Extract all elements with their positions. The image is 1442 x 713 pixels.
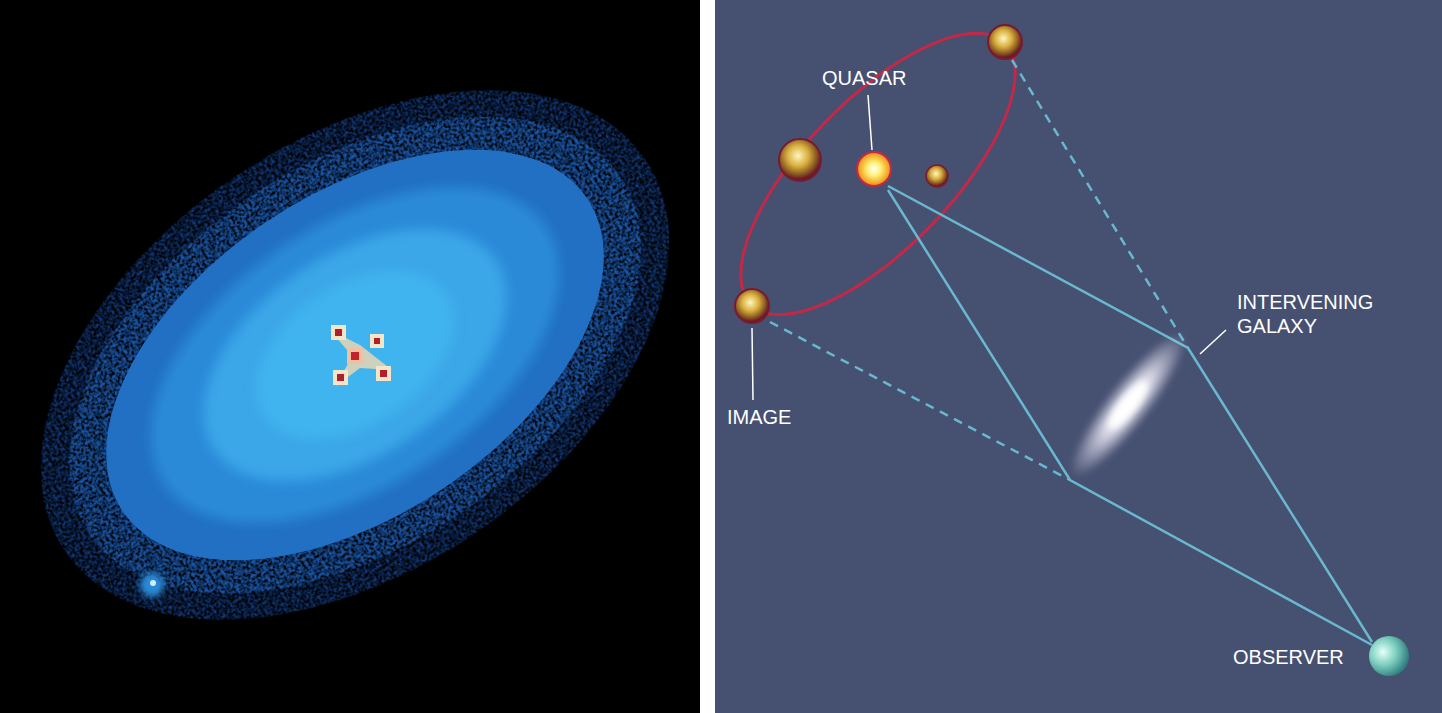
diagram-ground <box>715 0 1442 713</box>
light-paths <box>770 60 1372 645</box>
intervening-galaxy <box>1055 321 1200 490</box>
callout-label: QUASAR <box>822 66 942 90</box>
einstein-cross <box>330 325 392 386</box>
callout-label: INTERVENING GALAXY <box>1237 290 1402 338</box>
image-ring <box>698 0 1057 356</box>
callout-label: IMAGE <box>727 405 817 429</box>
callout-label: OBSERVER <box>1233 645 1353 669</box>
galaxy-photo <box>0 0 765 713</box>
quasar <box>857 152 891 186</box>
observer-sphere <box>1369 636 1409 676</box>
quasar-images <box>735 25 1022 323</box>
leader-lines <box>752 95 1226 400</box>
